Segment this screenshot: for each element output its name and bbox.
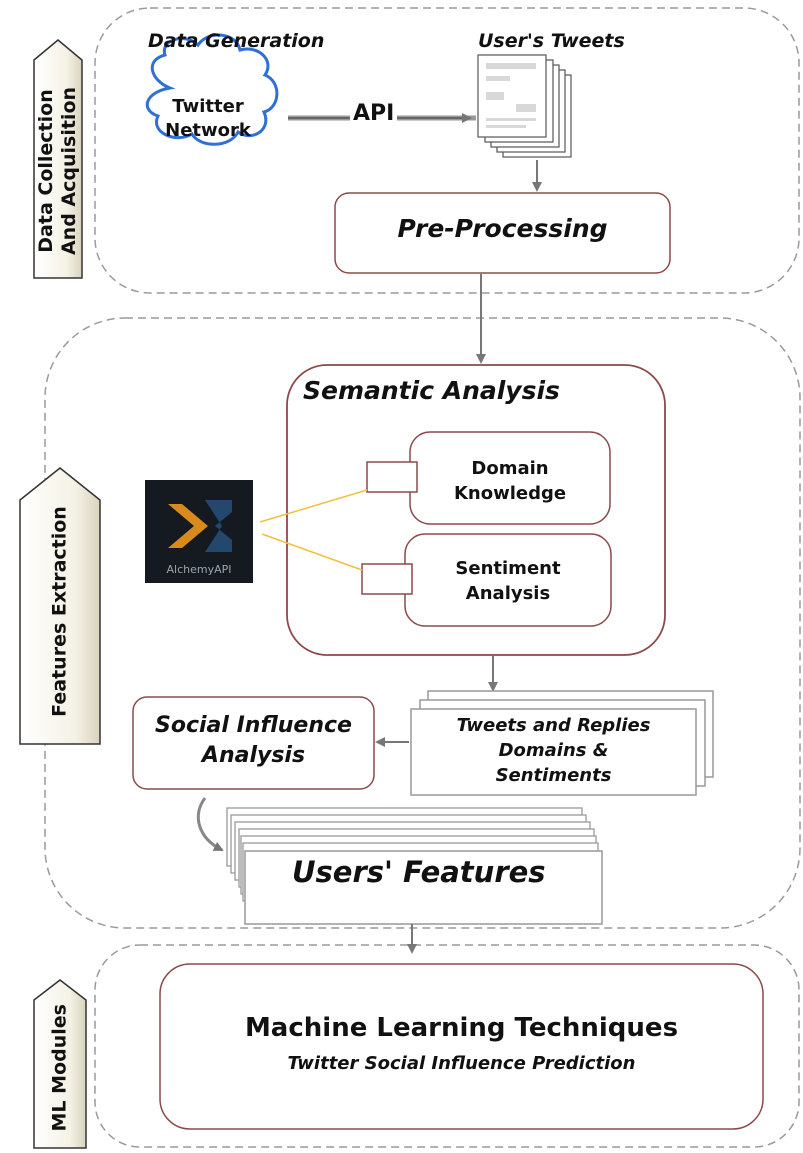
stage-label-ml: ML Modules bbox=[48, 1004, 71, 1132]
alchemy-logo bbox=[145, 480, 253, 583]
collection-tab bbox=[33, 39, 83, 279]
stage-label-collection: Data Collection And Acquisition bbox=[35, 61, 81, 281]
cloud-icon bbox=[145, 33, 279, 146]
stage-label-features: Features Extraction bbox=[48, 506, 71, 717]
features-tab bbox=[19, 467, 101, 745]
ml-region bbox=[94, 944, 800, 1148]
tweets-line2: Domains & bbox=[498, 740, 609, 761]
twitter-line2: Network bbox=[165, 120, 251, 141]
domain-port bbox=[366, 461, 418, 493]
twitter-line1: Twitter bbox=[172, 96, 244, 117]
domain-knowledge-label: Domain Knowledge bbox=[410, 456, 610, 506]
social-line2: Analysis bbox=[201, 743, 306, 768]
users-features-box bbox=[244, 850, 603, 925]
domain-line1: Domain bbox=[471, 458, 549, 479]
stage-label-collection-line2: And Acquisition bbox=[58, 86, 80, 256]
tweets-line1: Tweets and Replies bbox=[456, 715, 651, 736]
data-generation-label: Data Generation bbox=[148, 30, 325, 52]
domain-line2: Knowledge bbox=[453, 483, 567, 504]
tweets-replies-label: Tweets and Replies Domains & Sentiments bbox=[411, 713, 696, 788]
sentiment-port bbox=[361, 563, 413, 595]
stage-label-collection-line1: Data Collection bbox=[35, 89, 57, 253]
alchemy-logo-text: AlchemyAPI bbox=[166, 563, 232, 576]
ml-box bbox=[159, 963, 764, 1130]
social-influence-label: Social Influence Analysis bbox=[133, 711, 374, 771]
ml-subtitle: Twitter Social Influence Prediction bbox=[287, 1053, 636, 1074]
sentiment-line2: Analysis bbox=[465, 583, 551, 604]
sentiment-line1: Sentiment bbox=[455, 558, 561, 579]
pre-processing-label: Pre-Processing bbox=[397, 214, 608, 243]
tweets-line3: Sentiments bbox=[495, 765, 612, 786]
twitter-network-label: Twitter Network bbox=[158, 95, 258, 143]
social-line1: Social Influence bbox=[155, 713, 352, 738]
ml-tab bbox=[33, 979, 87, 1149]
ml-title: Machine Learning Techniques bbox=[244, 1013, 679, 1043]
api-label: API bbox=[350, 101, 398, 126]
collection-region bbox=[94, 7, 800, 294]
sentiment-analysis-label: Sentiment Analysis bbox=[405, 556, 611, 606]
semantic-analysis-title: Semantic Analysis bbox=[303, 376, 560, 405]
document-stack-icon bbox=[477, 54, 572, 158]
users-tweets-label: User's Tweets bbox=[478, 30, 625, 52]
pre-processing-box bbox=[334, 192, 671, 274]
tweets-replies-box bbox=[410, 708, 697, 796]
social-influence-box bbox=[132, 696, 375, 790]
users-features-label: Users' Features bbox=[292, 855, 546, 889]
